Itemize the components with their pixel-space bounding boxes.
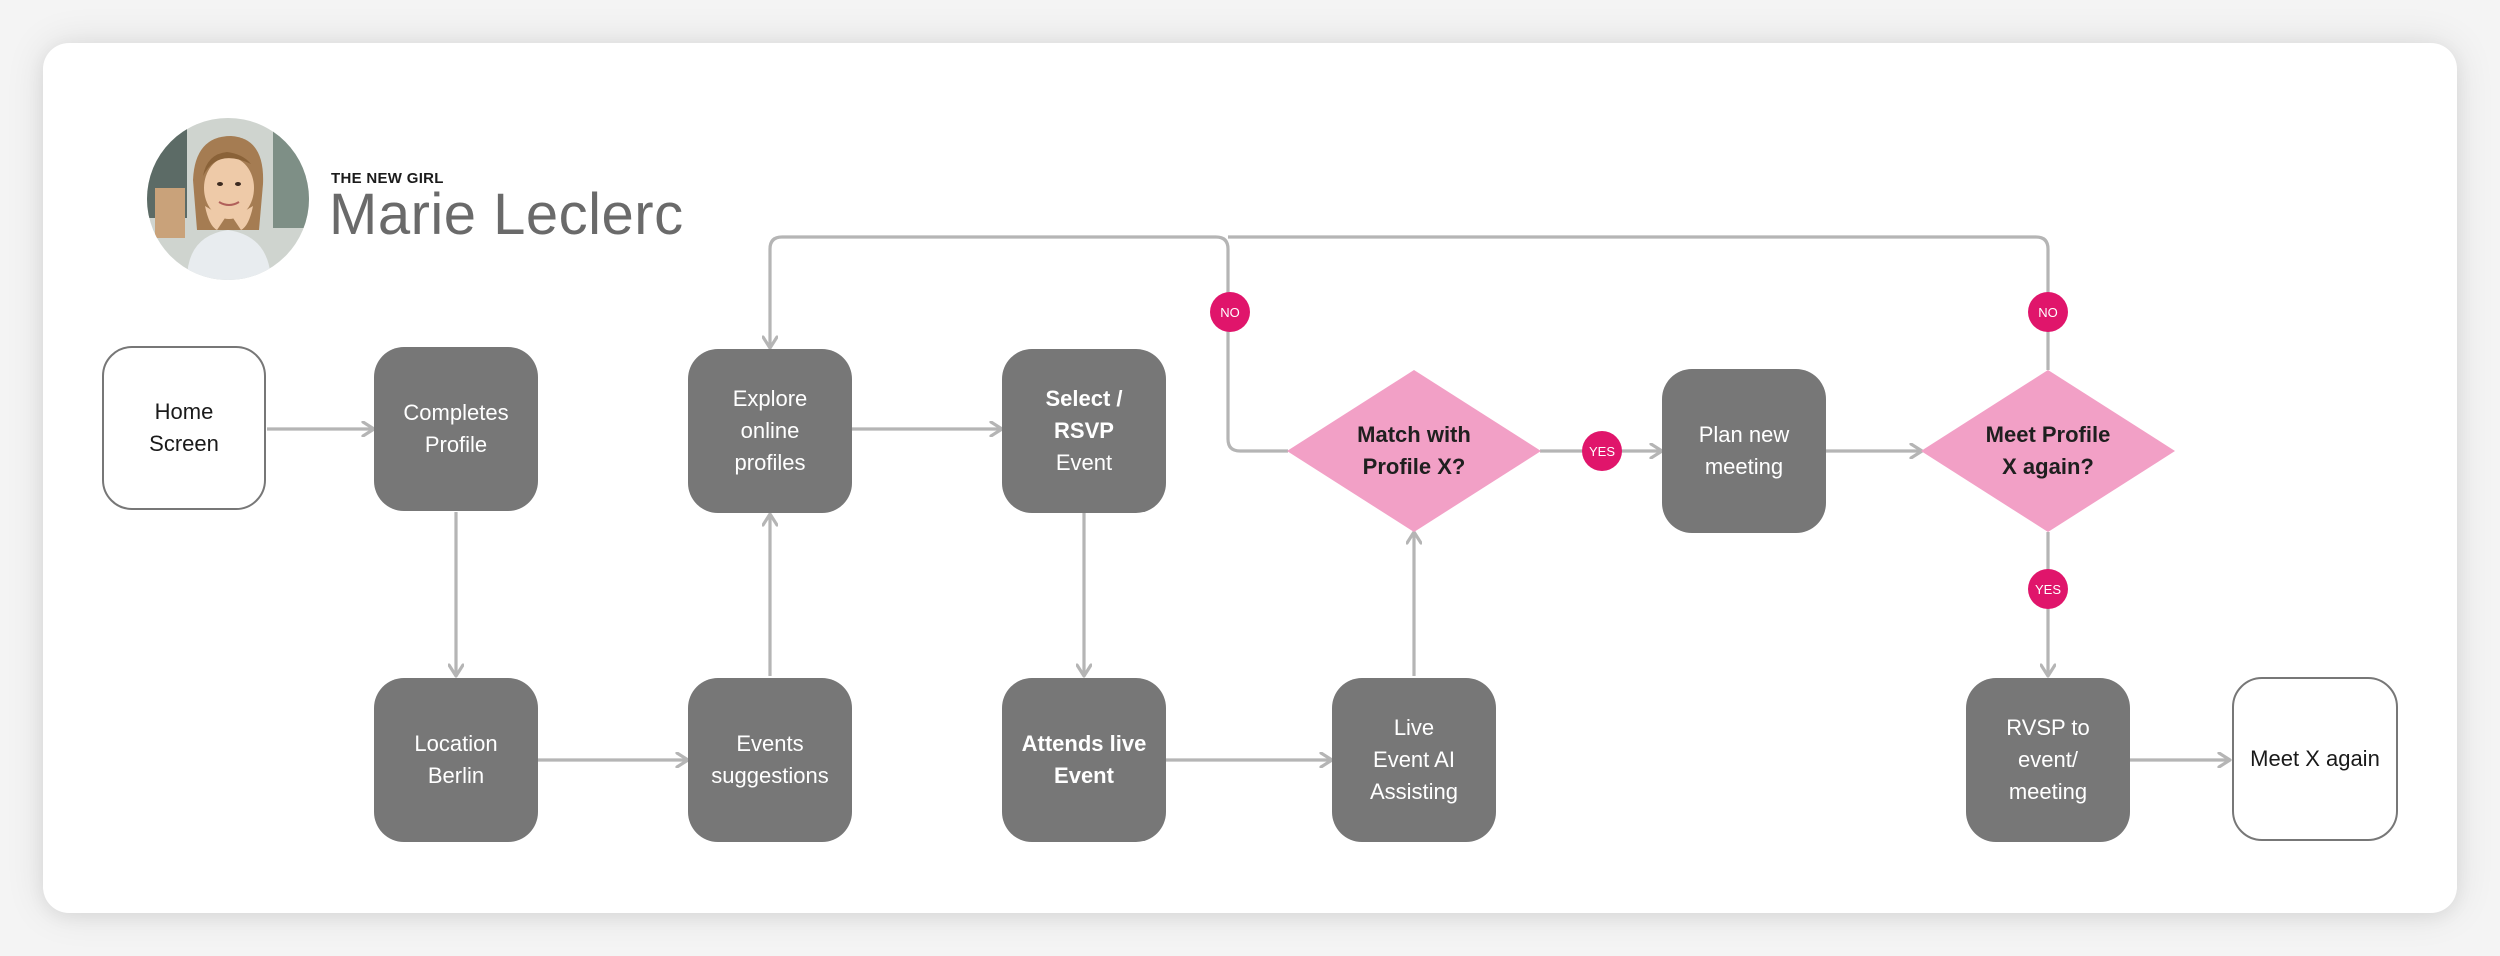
badge-no: NO	[1210, 292, 1250, 332]
decision-match-profile-x: Match with Profile X?	[1286, 369, 1542, 533]
persona-name: Marie Leclerc	[329, 182, 684, 247]
badge-yes: YES	[1582, 431, 1622, 471]
node-select-rsvp-event: Select / RSVP Event	[1002, 349, 1166, 513]
decision-meet-profile-x-again: Meet Profile X again?	[1920, 369, 2176, 533]
node-plan-new-meeting: Plan new meeting	[1662, 369, 1826, 533]
persona-tag: THE NEW GIRL	[331, 170, 444, 187]
badge-yes: YES	[2028, 569, 2068, 609]
badge-no: NO	[2028, 292, 2068, 332]
node-events-suggestions: Events suggestions	[688, 678, 852, 842]
node-live-event-ai: Live Event AI Assisting	[1332, 678, 1496, 842]
node-attends-live-event: Attends live Event	[1002, 678, 1166, 842]
decision-shape	[1921, 370, 2175, 532]
node-explore-profiles: Explore online profiles	[688, 349, 852, 513]
arrow-meet-question-no-loop	[1228, 235, 2050, 370]
node-meet-x-again: Meet X again	[2232, 677, 2398, 841]
node-home-screen: Home Screen	[102, 346, 266, 510]
node-location-berlin: Location Berlin	[374, 678, 538, 842]
node-rvsp-event-meeting: RVSP to event/ meeting	[1966, 678, 2130, 842]
arrow-match-no-loop	[770, 235, 1288, 453]
decision-shape	[1287, 370, 1541, 532]
node-completes-profile: Completes Profile	[374, 347, 538, 511]
